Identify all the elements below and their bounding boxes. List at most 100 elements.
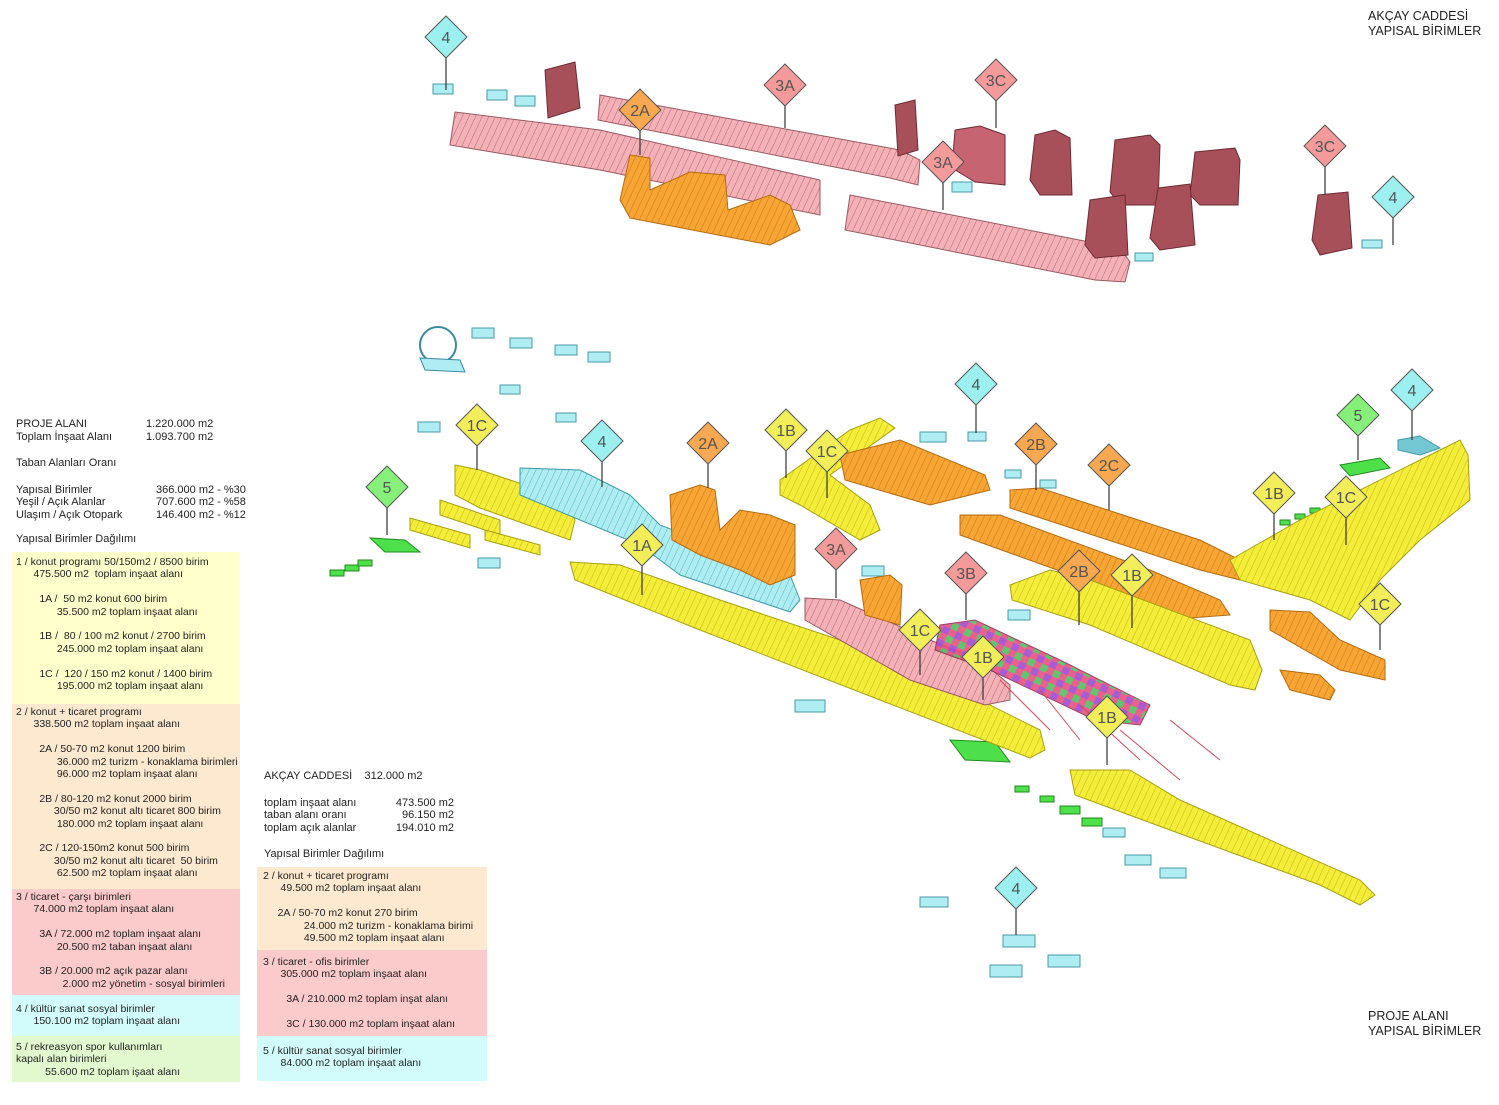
legend-line xyxy=(263,895,487,907)
legend-line: 338.500 m2 toplam inşaat alanı xyxy=(16,718,181,731)
green-small xyxy=(1059,805,1081,815)
marker-4: 4 xyxy=(954,362,998,433)
marker-5: 5 xyxy=(365,465,409,535)
marker-label: 2A xyxy=(630,103,650,120)
yellow-1b-grid xyxy=(1229,439,1471,621)
proje-title-line2: YAPISAL BİRİMLER xyxy=(1368,1024,1482,1038)
legend-mid-group-5: 5 / kültür sanat sosyal birimler 84.000 … xyxy=(257,1036,487,1081)
cyan-box xyxy=(554,344,578,356)
cyan-piece-2 xyxy=(486,89,508,101)
marker-2A: 2A xyxy=(686,421,730,488)
marker-diamond xyxy=(921,140,965,184)
marker-label: 2B xyxy=(1069,564,1089,581)
legend-line: kapalı alan birimleri xyxy=(16,1053,107,1066)
legend-line: 305.000 m2 toplam inşaat alanı xyxy=(263,968,428,981)
marker-diamond xyxy=(805,429,849,473)
legend-mid-group-3: 3 / ticaret - ofis birimler 305.000 m2 t… xyxy=(257,950,487,1036)
taban-row-value: 146.400 m2 - %12 xyxy=(156,508,246,521)
marker-label: 4 xyxy=(972,377,981,394)
marker-diamond xyxy=(365,465,409,509)
green-small xyxy=(344,564,360,572)
cyan-piece-1 xyxy=(432,83,454,95)
marker-label: 5 xyxy=(383,480,392,497)
legend-line: 5 / rekreasyon spor kullanımları xyxy=(16,1041,163,1053)
marker-label: 2A xyxy=(698,436,718,453)
marker-label: 4 xyxy=(1012,881,1021,898)
tower-a xyxy=(544,61,581,119)
proje-insaat-value: 1.093.700 m2 xyxy=(146,430,214,443)
green-small xyxy=(1039,795,1055,803)
marker-1B: 1B xyxy=(1252,471,1296,540)
cyan-piece-4 xyxy=(951,181,973,193)
legend-line: 2 / konut + ticaret programı xyxy=(16,706,142,718)
legend-line: 180.000 m2 toplam inşaat alanı xyxy=(16,817,204,830)
marker-diamond xyxy=(618,88,662,132)
legend-line: 1B / 80 / 100 m2 konut / 2700 birim xyxy=(16,630,206,643)
marker-diamond xyxy=(898,608,942,652)
marker-diamond xyxy=(1252,471,1296,515)
cyan-box xyxy=(967,431,987,442)
marker-2A: 2A xyxy=(618,88,662,155)
akcay-row-value: 473.500 m2 xyxy=(395,796,454,809)
marker-label: 4 xyxy=(1389,190,1398,207)
marker-diamond xyxy=(1336,393,1380,437)
legend-line xyxy=(16,618,240,630)
cyan-box xyxy=(861,565,885,577)
marker-diamond xyxy=(1110,553,1154,597)
marker-diamond xyxy=(580,419,624,463)
marker-diamond xyxy=(1358,582,1402,626)
yellow-left-small xyxy=(409,517,471,549)
marker-diamond xyxy=(455,403,499,447)
akcay-title: AKÇAY CADDESİ YAPISAL BİRİMLER xyxy=(1368,9,1481,39)
marker-diamond xyxy=(1303,124,1347,168)
tower-h xyxy=(1149,183,1196,251)
marker-label: 1C xyxy=(817,444,837,461)
marker-label: 3A xyxy=(775,78,795,95)
legend-group-2: 2 / konut + ticaret programı 338.500 m2 … xyxy=(12,704,240,889)
cyan-box xyxy=(1102,827,1126,838)
proje-title-line1: PROJE ALANI xyxy=(1368,1009,1449,1023)
tower-e xyxy=(1109,134,1161,206)
taban-title: Taban Alanları Oranı xyxy=(16,457,117,469)
akcay-stats-title: AKÇAY CADDESİ 312.000 m2 xyxy=(264,770,423,782)
marker-2C: 2C xyxy=(1087,443,1131,510)
marker-1C: 1C xyxy=(1358,582,1402,650)
cyan-box xyxy=(587,351,611,363)
marker-diamond xyxy=(764,408,808,452)
legend-line: 2A / 50-70 m2 konut 270 birim xyxy=(263,907,418,920)
legend-line: 5 / kültür sanat sosyal birimler xyxy=(263,1045,402,1057)
taban-row-label: Yapısal Birimler xyxy=(16,483,93,496)
taban-row-value: 366.000 m2 - %30 xyxy=(156,483,246,496)
legend-line: 150.100 m2 toplam inşaat alanı xyxy=(16,1015,181,1028)
orange-tail xyxy=(1279,669,1336,701)
marker-1B: 1B xyxy=(1110,553,1154,628)
legend-line: 245.000 m2 toplam inşaat alanı xyxy=(16,642,204,655)
cyan-box xyxy=(471,327,495,339)
marker-diamond xyxy=(974,58,1018,102)
marker-1C: 1C xyxy=(898,608,942,675)
akcay-row-label: toplam açık alanlar xyxy=(264,821,357,834)
marker-label: 3B xyxy=(956,566,976,583)
akcay-row-value: 96.150 m2 xyxy=(402,809,454,821)
cyan-culture-strip xyxy=(519,467,801,613)
green-small xyxy=(1081,817,1103,827)
legend-line: 1A / 50 m2 konut 600 birim xyxy=(16,593,168,606)
cyan-box xyxy=(1124,854,1152,866)
legend-line: 24.000 m2 turizm - konaklama birimi xyxy=(263,919,474,932)
marker-label: 3C xyxy=(1315,139,1335,156)
cyan-4-right xyxy=(1397,435,1442,456)
orange-2c-upper xyxy=(839,439,991,506)
marker-diamond xyxy=(1057,549,1101,593)
marker-3B: 3B xyxy=(944,551,988,620)
tower-b xyxy=(894,99,919,157)
legend-line xyxy=(16,953,240,965)
marker-diamond xyxy=(424,15,468,59)
akcay-buildings xyxy=(432,61,1383,283)
legend-line: 475.500 m2 toplam inşaat alanı xyxy=(16,568,183,581)
marker-label: 1C xyxy=(467,418,487,435)
marker-4: 4 xyxy=(994,866,1038,935)
marker-1C: 1C xyxy=(805,429,849,498)
akcay-title-line2: YAPISAL BİRİMLER xyxy=(1368,24,1482,38)
legend-line: 3A / 210.000 m2 toplam inşat alanı xyxy=(263,993,449,1006)
